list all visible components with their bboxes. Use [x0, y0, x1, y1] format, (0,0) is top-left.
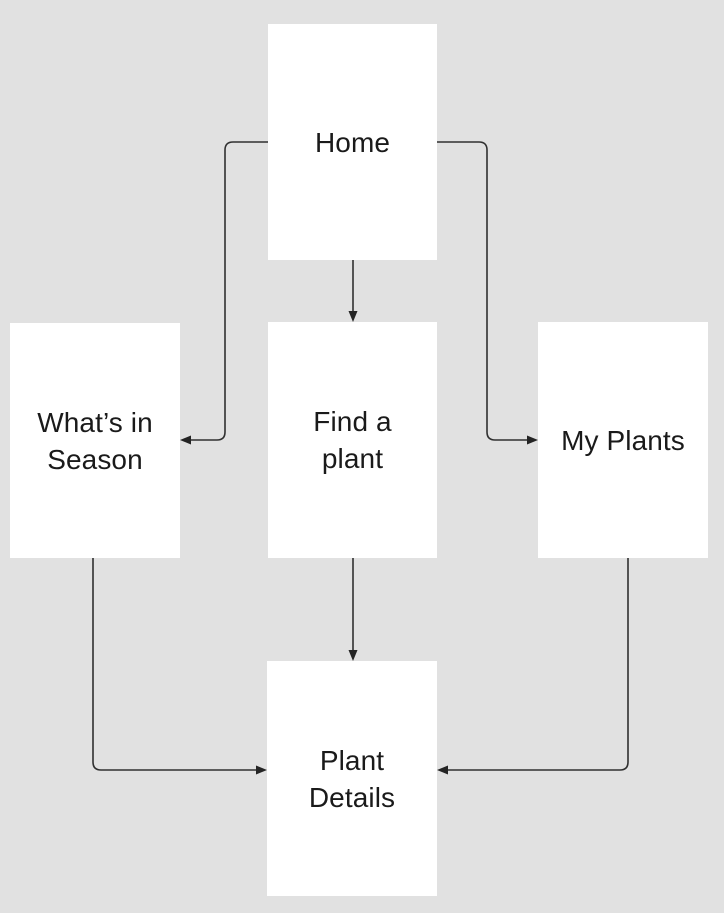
- node-find-a-plant[interactable]: Find a plant: [268, 322, 437, 558]
- edge-season-to-details: [92, 558, 267, 775]
- node-my-plants[interactable]: My Plants: [538, 322, 708, 558]
- edge-home-to-season: [180, 141, 268, 445]
- node-home[interactable]: Home: [268, 24, 437, 260]
- edge-home-to-find: [348, 260, 358, 322]
- node-whats-in-season[interactable]: What’s in Season: [10, 323, 180, 558]
- edge-home-to-myplants: [437, 141, 538, 445]
- edge-find-to-details: [348, 558, 358, 661]
- node-plant-details[interactable]: Plant Details: [267, 661, 437, 896]
- edge-myplants-to-details: [437, 558, 629, 775]
